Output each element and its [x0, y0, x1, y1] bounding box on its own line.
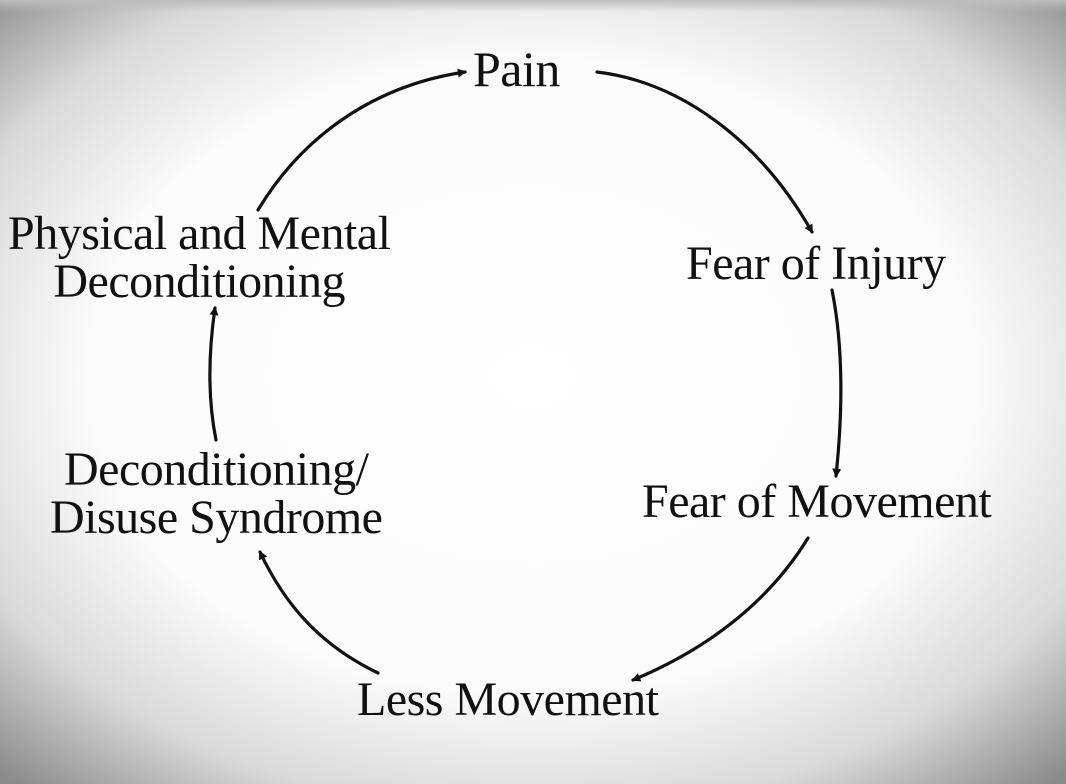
arrow-fear-movement-to-less-movement: [631, 536, 810, 682]
node-deconditioning-disuse: Deconditioning/ Disuse Syndrome: [50, 443, 383, 544]
arrow-pain-to-fear-injury: [595, 70, 814, 234]
node-physical-mental: Physical and Mental Deconditioning: [8, 207, 391, 308]
arrow-physical-to-pain: [256, 68, 467, 212]
top-edge-shade: [0, 0, 1066, 12]
node-deconditioning-disuse-line1: Deconditioning/: [64, 443, 369, 496]
node-less-movement: Less Movement: [357, 673, 659, 726]
node-fear-of-movement: Fear of Movement: [642, 475, 992, 528]
arrow-fear-injury-to-fear-movement: [830, 288, 843, 478]
arrow-disuse-to-physical: [208, 306, 219, 442]
node-physical-mental-line1: Physical and Mental: [8, 207, 391, 260]
node-deconditioning-disuse-line2: Disuse Syndrome: [50, 491, 383, 544]
node-fear-of-injury: Fear of Injury: [686, 237, 946, 290]
node-physical-mental-line2: Deconditioning: [53, 255, 346, 308]
node-pain: Pain: [473, 41, 560, 97]
arrow-less-movement-to-disuse: [258, 550, 380, 675]
